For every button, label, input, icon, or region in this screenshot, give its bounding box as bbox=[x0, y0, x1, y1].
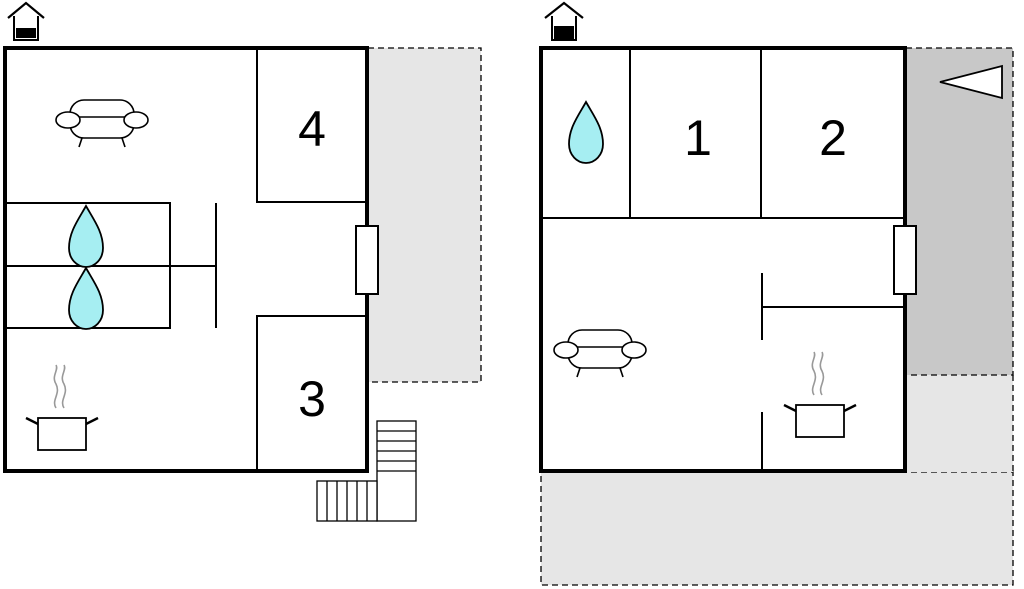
balcony-area bbox=[905, 47, 1014, 376]
roof-light-icon bbox=[939, 64, 1003, 100]
house-ground-floor-icon bbox=[7, 1, 45, 41]
floor-ground: 4 3 bbox=[3, 1, 482, 522]
terrace-area bbox=[367, 47, 482, 383]
room-number-1: 1 bbox=[684, 110, 712, 166]
floor-upper: 1 2 bbox=[539, 1, 1014, 586]
terrace-area bbox=[540, 471, 1014, 586]
outdoor-stairs bbox=[316, 420, 417, 522]
room-number-4: 4 bbox=[298, 101, 326, 157]
interior-walls bbox=[541, 48, 905, 471]
room-number-3: 3 bbox=[298, 371, 326, 427]
floor-interior bbox=[541, 48, 905, 471]
house-upper-floor-icon bbox=[544, 1, 584, 41]
door bbox=[355, 225, 379, 295]
terrace-area-corner bbox=[906, 375, 1013, 472]
room-number-2: 2 bbox=[819, 110, 847, 166]
door bbox=[893, 225, 917, 295]
